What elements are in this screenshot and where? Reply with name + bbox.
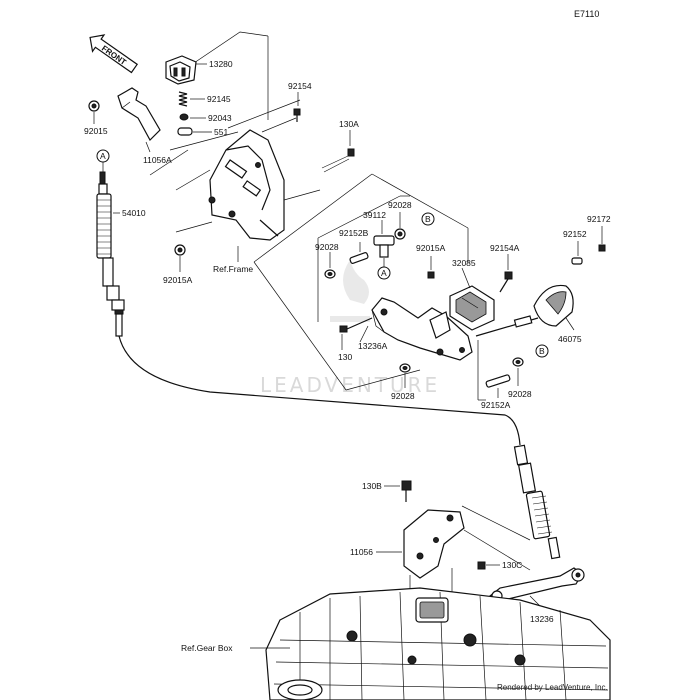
label-ref-gear-box: Ref.Gear Box <box>181 643 233 653</box>
label-92028-right: 92028 <box>508 389 532 399</box>
part-92015-nut[interactable] <box>88 100 100 112</box>
part-46075-knob[interactable] <box>475 284 574 337</box>
cable-lower-threads <box>525 490 553 540</box>
label-92152: 92152 <box>563 229 587 239</box>
svg-text:A: A <box>381 268 387 278</box>
part-13280[interactable] <box>165 55 197 85</box>
label-130B: 130B <box>362 481 382 491</box>
svg-text:B: B <box>539 346 545 356</box>
label-92152B: 92152B <box>339 228 369 238</box>
part-92154A-bolt[interactable] <box>499 271 513 293</box>
center-inner-frame <box>317 195 410 322</box>
part-32085-block[interactable] <box>449 285 495 331</box>
label-11056: 11056 <box>350 547 373 557</box>
callout-a-mid: A <box>377 266 391 280</box>
part-551[interactable] <box>177 127 193 136</box>
callout-a-left: A <box>96 149 110 163</box>
watermark: LEADVENTURE <box>260 260 440 397</box>
part-130A-bolt[interactable] <box>321 148 355 173</box>
watermark-logo-icon <box>330 260 370 322</box>
center-lever-guides <box>477 340 486 401</box>
part-11056A-bracket[interactable] <box>117 87 161 141</box>
front-arrow-icon: FRONT <box>89 34 139 74</box>
label-130C: 130C <box>502 560 522 570</box>
main-mounting-plate[interactable] <box>175 117 321 241</box>
label-13280: 13280 <box>209 59 233 69</box>
label-92145: 92145 <box>207 94 231 104</box>
top-left-guides <box>149 31 301 176</box>
label-39112: 39112 <box>363 210 386 220</box>
part-92154-bolt[interactable] <box>293 108 301 122</box>
part-92152B-pin[interactable] <box>349 252 369 264</box>
label-92028-top: 92028 <box>388 200 412 210</box>
part-92028-bottom[interactable] <box>399 363 411 373</box>
part-130C-bolt[interactable] <box>477 561 486 570</box>
gear-box <box>265 587 611 700</box>
label-92043: 92043 <box>208 113 232 123</box>
label-92152A: 92152A <box>481 400 511 410</box>
part-92152-pin[interactable] <box>571 257 583 265</box>
label-92028-left: 92028 <box>315 242 339 252</box>
part-54010-cable[interactable] <box>96 171 521 446</box>
svg-text:B: B <box>425 214 431 224</box>
label-92154: 92154 <box>288 81 312 91</box>
label-92015A-left: 92015A <box>163 275 193 285</box>
svg-text:A: A <box>100 151 106 161</box>
callout-b-top: B <box>421 212 435 226</box>
label-13236A: 13236A <box>358 341 388 351</box>
diagram-code: E7110 <box>574 9 599 19</box>
label-46075: 46075 <box>558 334 582 344</box>
label-11056A: 11056A <box>143 155 172 165</box>
part-92028-top[interactable] <box>394 228 406 240</box>
part-92028-left[interactable] <box>324 269 336 279</box>
cable-adjuster-threads <box>96 193 112 259</box>
cable-lower-end[interactable] <box>513 444 561 560</box>
label-130: 130 <box>338 352 352 362</box>
callout-b-bottom: B <box>535 344 549 358</box>
part-39112-fitting[interactable] <box>373 235 395 258</box>
label-13236: 13236 <box>530 614 554 624</box>
label-92172: 92172 <box>587 214 611 224</box>
label-92015A-mid: 92015A <box>416 243 446 253</box>
part-92015A-nut-left[interactable] <box>174 244 186 256</box>
part-92028-right[interactable] <box>512 357 524 367</box>
part-13236A-lever[interactable] <box>371 297 473 361</box>
label-32085: 32085 <box>452 258 476 268</box>
part-92172[interactable] <box>598 226 606 252</box>
center-panel-frame <box>253 173 469 391</box>
part-92145-spring[interactable] <box>178 91 188 107</box>
label-92015: 92015 <box>84 126 108 136</box>
part-labels: 13280 92145 92043 551 92015 11056A 92154… <box>84 59 611 653</box>
label-54010: 54010 <box>122 208 146 218</box>
part-13236-lever[interactable] <box>488 567 585 602</box>
label-92028-bottom: 92028 <box>391 391 415 401</box>
credit-text: Rendered by LeadVenture, Inc. <box>497 683 608 692</box>
label-551: 551 <box>214 127 228 137</box>
part-92015A-nut-mid[interactable] <box>427 271 435 279</box>
part-130B-bolt[interactable] <box>401 480 412 502</box>
watermark-text: LEADVENTURE <box>260 373 440 397</box>
label-92154A: 92154A <box>490 243 520 253</box>
part-130-bolt[interactable] <box>339 317 373 333</box>
label-130A: 130A <box>339 119 359 129</box>
part-11056-bracket[interactable] <box>403 509 465 579</box>
label-ref-frame: Ref.Frame <box>213 264 253 274</box>
part-92043[interactable] <box>179 113 189 121</box>
part-92152A-pin[interactable] <box>485 374 511 388</box>
